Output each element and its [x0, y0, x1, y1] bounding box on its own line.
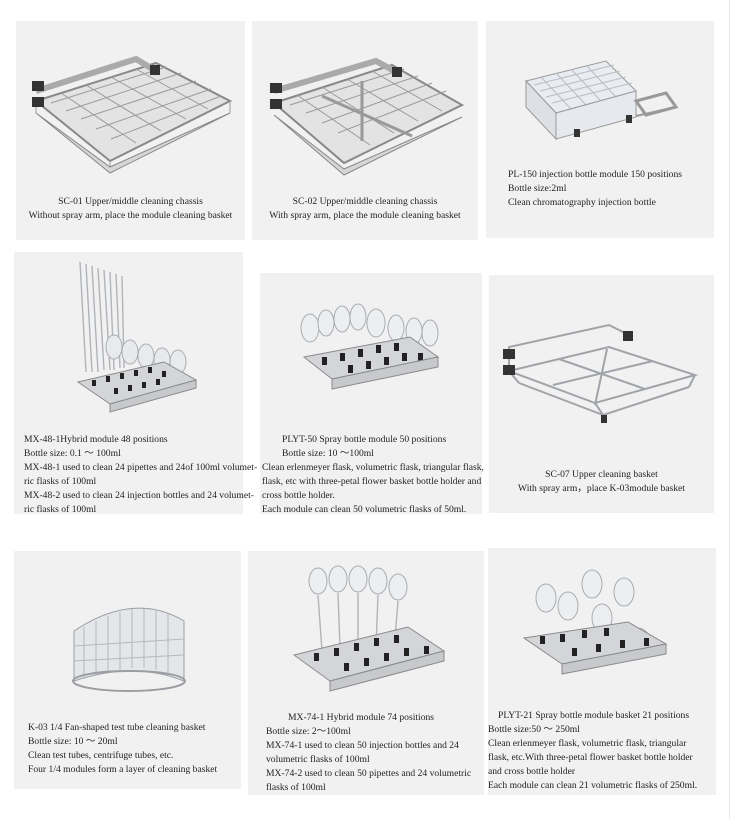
product-image-k03	[14, 551, 241, 711]
caption-line: SC-02 Upper/middle cleaning chassis	[292, 196, 438, 207]
caption-line: flask, etc.With three-petal flower baske…	[488, 752, 693, 763]
product-card-mx74: MX-74-1 Hybrid module 74 positions Bottl…	[248, 551, 484, 795]
caption-line: MX-74-2 used to clean 50 pipettes and 24…	[266, 768, 472, 779]
product-image-sc02	[252, 21, 478, 191]
caption-line: Bottle size: 2～100ml	[266, 726, 351, 737]
caption-line: Clean test tubes, centrifuge tubes, etc.	[28, 750, 174, 761]
caption-sc02: SC-02 Upper/middle cleaning chassis With…	[252, 195, 478, 223]
caption-line: and cross bottle holder	[488, 766, 576, 777]
product-image-pl150	[486, 21, 714, 171]
caption-line: Each module can clean 21 volumetric flas…	[488, 780, 698, 791]
caption-line: cross bottle holder.	[262, 490, 335, 501]
caption-line: Without spray arm, place the module clea…	[28, 210, 233, 221]
caption-line: PLYT-21 Spray bottle module basket 21 po…	[498, 710, 690, 721]
product-image-sc01	[16, 21, 245, 191]
product-card-sc02: SC-02 Upper/middle cleaning chassis With…	[252, 21, 478, 240]
caption-line: Bottle size: 10 ～100ml	[282, 448, 374, 459]
caption-line: MX-48-2 used to clean 24 injection bottl…	[24, 490, 254, 501]
caption-line: ric flasks of 100ml	[24, 504, 97, 515]
product-card-plyt50: PLYT-50 Spray bottle module 50 positions…	[260, 273, 484, 517]
product-image-plyt50	[260, 273, 482, 413]
caption-line: Bottle size:2ml	[508, 183, 567, 194]
caption-line: SC-07 Upper cleaning basket	[545, 469, 658, 480]
product-card-pl150: PL-150 injection bottle module 150 posit…	[486, 21, 714, 238]
product-card-mx48: MX-48-1Hybrid module 48 positions Bottle…	[14, 252, 257, 515]
caption-line: K-03 1/4 Fan-shaped test tube cleaning b…	[28, 722, 206, 733]
product-image-mx74	[248, 551, 484, 711]
caption-line: volumetric flasks of 100ml	[266, 754, 370, 765]
caption-line: Four 1/4 modules form a layer of cleanin…	[28, 764, 218, 775]
caption-line: SC-01 Upper/middle cleaning chassis	[58, 196, 203, 207]
caption-line: Clean erlenmeyer flask, volumetric flask…	[488, 738, 687, 749]
caption-line: MX-74-1 Hybrid module 74 positions	[288, 712, 435, 723]
caption-line: MX-48-1Hybrid module 48 positions	[24, 434, 168, 445]
product-card-sc01: SC-01 Upper/middle cleaning chassis With…	[16, 21, 245, 240]
caption-mx48: MX-48-1Hybrid module 48 positions Bottle…	[24, 433, 257, 517]
caption-k03: K-03 1/4 Fan-shaped test tube cleaning b…	[28, 721, 217, 777]
product-image-mx48	[14, 252, 243, 422]
product-image-plyt21	[488, 548, 716, 708]
product-card-plyt21: PLYT-21 Spray bottle module basket 21 po…	[488, 548, 716, 795]
caption-mx74: MX-74-1 Hybrid module 74 positions Bottl…	[266, 711, 471, 795]
caption-line: ric flasks of 100ml	[24, 476, 97, 487]
caption-plyt21: PLYT-21 Spray bottle module basket 21 po…	[488, 709, 697, 793]
caption-line: Clean erlenmeyer flask, volumetric flask…	[262, 462, 484, 473]
caption-line: MX-48-1 used to clean 24 pipettes and 24…	[24, 462, 258, 473]
caption-plyt50: PLYT-50 Spray bottle module 50 positions…	[262, 433, 484, 517]
caption-line: Each module can clean 50 volumetric flas…	[262, 504, 467, 515]
caption-line: With spray arm, place the module cleanin…	[269, 210, 461, 221]
caption-line: PL-150 injection bottle module 150 posit…	[508, 169, 683, 180]
caption-line: Bottle size: 10 ～ 20ml	[28, 736, 118, 747]
caption-line: Bottle size:50 ～ 250ml	[488, 724, 580, 735]
caption-line: Bottle size: 0.1 ～ 100ml	[24, 448, 121, 459]
product-card-sc07: SC-07 Upper cleaning basket With spray a…	[489, 275, 714, 513]
caption-line: With spray arm，place K-03module basket	[518, 483, 685, 494]
caption-sc01: SC-01 Upper/middle cleaning chassis With…	[16, 195, 245, 223]
caption-line: Clean chromatography injection bottle	[508, 197, 656, 208]
caption-line: flasks of 100ml	[266, 782, 326, 793]
product-image-sc07	[489, 275, 714, 455]
caption-pl150: PL-150 injection bottle module 150 posit…	[508, 168, 682, 210]
caption-line: PLYT-50 Spray bottle module 50 positions	[282, 434, 447, 445]
caption-sc07: SC-07 Upper cleaning basket With spray a…	[489, 468, 714, 496]
caption-line: MX-74-1 used to clean 50 injection bottl…	[266, 740, 459, 751]
product-card-k03: K-03 1/4 Fan-shaped test tube cleaning b…	[14, 551, 241, 789]
caption-line: flask, etc with three-petal flower baske…	[262, 476, 482, 487]
